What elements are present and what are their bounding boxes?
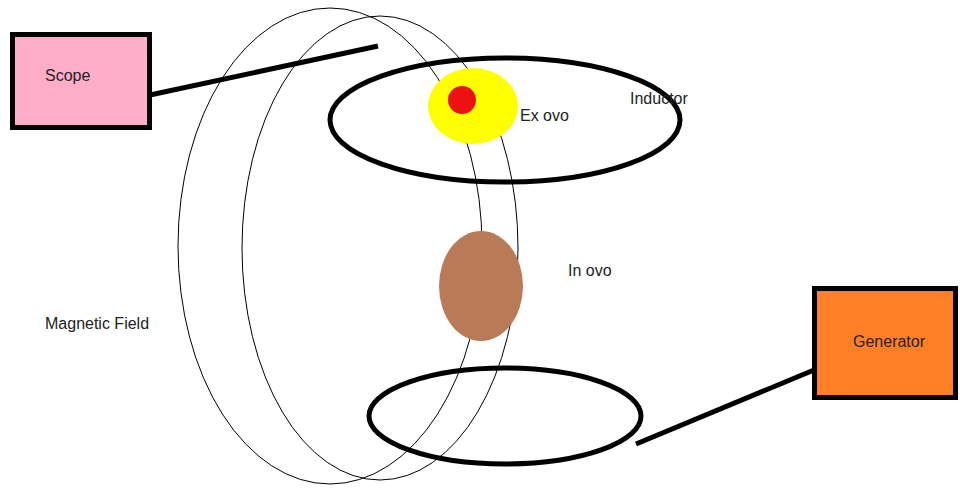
generator-wire xyxy=(636,370,814,444)
ex-ovo-yolk xyxy=(428,68,518,144)
generator-coil xyxy=(369,368,641,464)
ex-ovo-embryo xyxy=(448,86,476,114)
inductor-coil xyxy=(330,58,680,182)
box-text: Scope xyxy=(45,67,90,85)
in-ovo-egg xyxy=(439,231,523,341)
field-label: Magnetic Field xyxy=(43,315,151,333)
scope-box: Scope xyxy=(10,32,152,130)
generator-box: Generator xyxy=(812,286,958,400)
scope-wire xyxy=(150,46,378,95)
ex-ovo-label: Ex ovo xyxy=(518,107,571,125)
box-text: Generator xyxy=(853,333,925,351)
inductor-label: Inductor xyxy=(628,90,690,108)
in-ovo-label: In ovo xyxy=(566,262,614,280)
